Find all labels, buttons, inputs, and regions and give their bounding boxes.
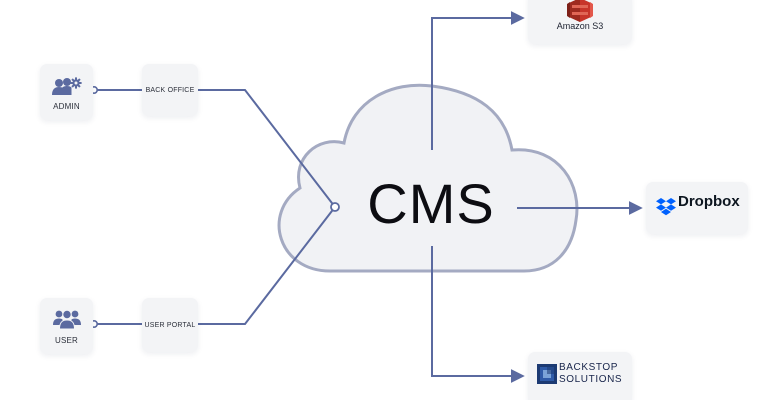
amazon-s3-logo-icon — [567, 0, 593, 22]
user-node[interactable]: USER — [40, 298, 93, 354]
amazon-s3-label: Amazon S3 — [556, 21, 604, 31]
user-portal-node[interactable]: USER PORTAL — [142, 298, 198, 352]
users-group-icon — [52, 309, 81, 330]
cms-to-amazon-s3-arrow — [431, 11, 525, 150]
dropbox-node[interactable]: Dropbox — [646, 182, 748, 234]
backstop-logo-icon — [537, 364, 557, 384]
dropbox-label: Dropbox — [678, 193, 740, 210]
backstop-label-line1: BACKSTOP — [559, 362, 619, 373]
dropbox-logo-icon — [656, 198, 676, 216]
admin-node[interactable]: ADMIN — [40, 64, 93, 120]
cms-to-backstop-arrow — [431, 246, 525, 383]
back-office-label: BACK OFFICE — [145, 86, 195, 94]
backstop-label-line2: SOLUTIONS — [559, 374, 623, 385]
admin-gear-users-icon — [51, 77, 82, 95]
user-portal-label: USER PORTAL — [144, 321, 196, 329]
cms-input-port-dot — [330, 202, 340, 212]
cms-title: CMS — [367, 171, 495, 235]
backstop-solutions-node[interactable]: BACKSTOP SOLUTIONS — [528, 352, 632, 400]
user-label: USER — [54, 336, 79, 345]
user-portal-to-cms-connector — [198, 206, 336, 325]
back-office-node[interactable]: BACK OFFICE — [142, 64, 198, 116]
amazon-s3-node[interactable]: Amazon S3 — [528, 0, 632, 44]
admin-label: ADMIN — [53, 102, 80, 111]
back-office-to-cms-connector — [198, 89, 336, 208]
